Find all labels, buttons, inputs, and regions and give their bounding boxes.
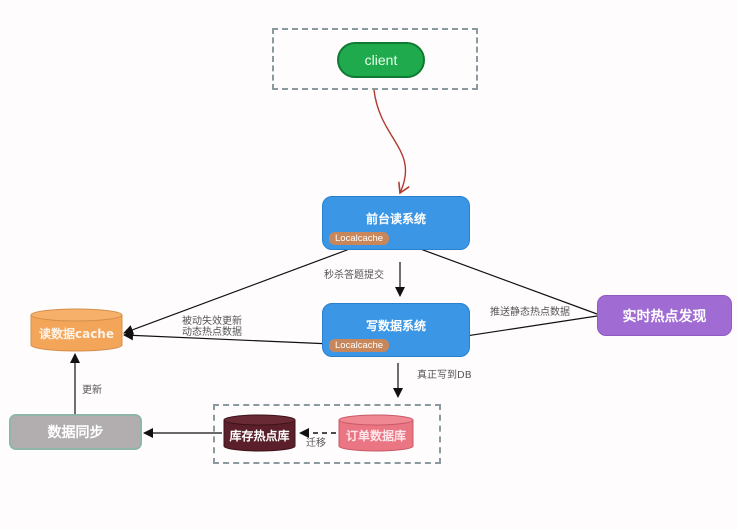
read-to-cache-arrow (123, 246, 356, 335)
push-static-label: 推送静态热点数据 (490, 307, 570, 318)
read-cache-node[interactable]: 读数据cache (30, 308, 123, 352)
read-system-label: 前台读系统 (365, 211, 426, 226)
write-to-cache-arrow (123, 330, 333, 345)
client-to-read-arrow (373, 89, 406, 193)
read-localcache-badge: Localcache (329, 232, 390, 245)
write-db-label: 真正写到DB (417, 370, 472, 381)
data-sync-node[interactable]: 数据同步 (9, 414, 142, 450)
passive-invalidate-label-2: 动态热点数据 (182, 327, 242, 338)
order-db-node[interactable]: 订单数据库 (338, 414, 414, 452)
database-group-frame (213, 404, 441, 464)
client-group-frame (272, 28, 478, 90)
write-system-node[interactable]: 写数据系统 Localcache (322, 303, 470, 357)
write-system-label: 写数据系统 (365, 318, 426, 333)
cylinder-shape (30, 308, 123, 352)
cylinder-shape (223, 414, 296, 452)
client-label: client (364, 52, 398, 68)
order-db-label: 订单数据库 (345, 428, 406, 443)
client-node[interactable]: client (337, 42, 425, 78)
passive-invalidate-label-1: 被动失效更新 (182, 316, 242, 327)
data-sync-label: 数据同步 (47, 425, 104, 441)
hotspot-to-read-arrow (395, 238, 598, 315)
inventory-hot-db-label: 库存热点库 (229, 428, 290, 443)
migrate-label: 迁移 (306, 438, 326, 449)
write-localcache-badge: Localcache (329, 339, 390, 352)
inventory-hot-db-node[interactable]: 库存热点库 (223, 414, 296, 452)
update-label: 更新 (82, 385, 102, 396)
cylinder-shape (338, 414, 414, 452)
hotspot-discovery-label: 实时热点发现 (622, 308, 707, 325)
hotspot-discovery-node[interactable]: 实时热点发现 (597, 295, 732, 336)
read-cache-label: 读数据cache (38, 326, 114, 341)
read-system-node[interactable]: 前台读系统 Localcache (322, 196, 470, 250)
submit-label: 秒杀答题提交 (324, 270, 384, 281)
